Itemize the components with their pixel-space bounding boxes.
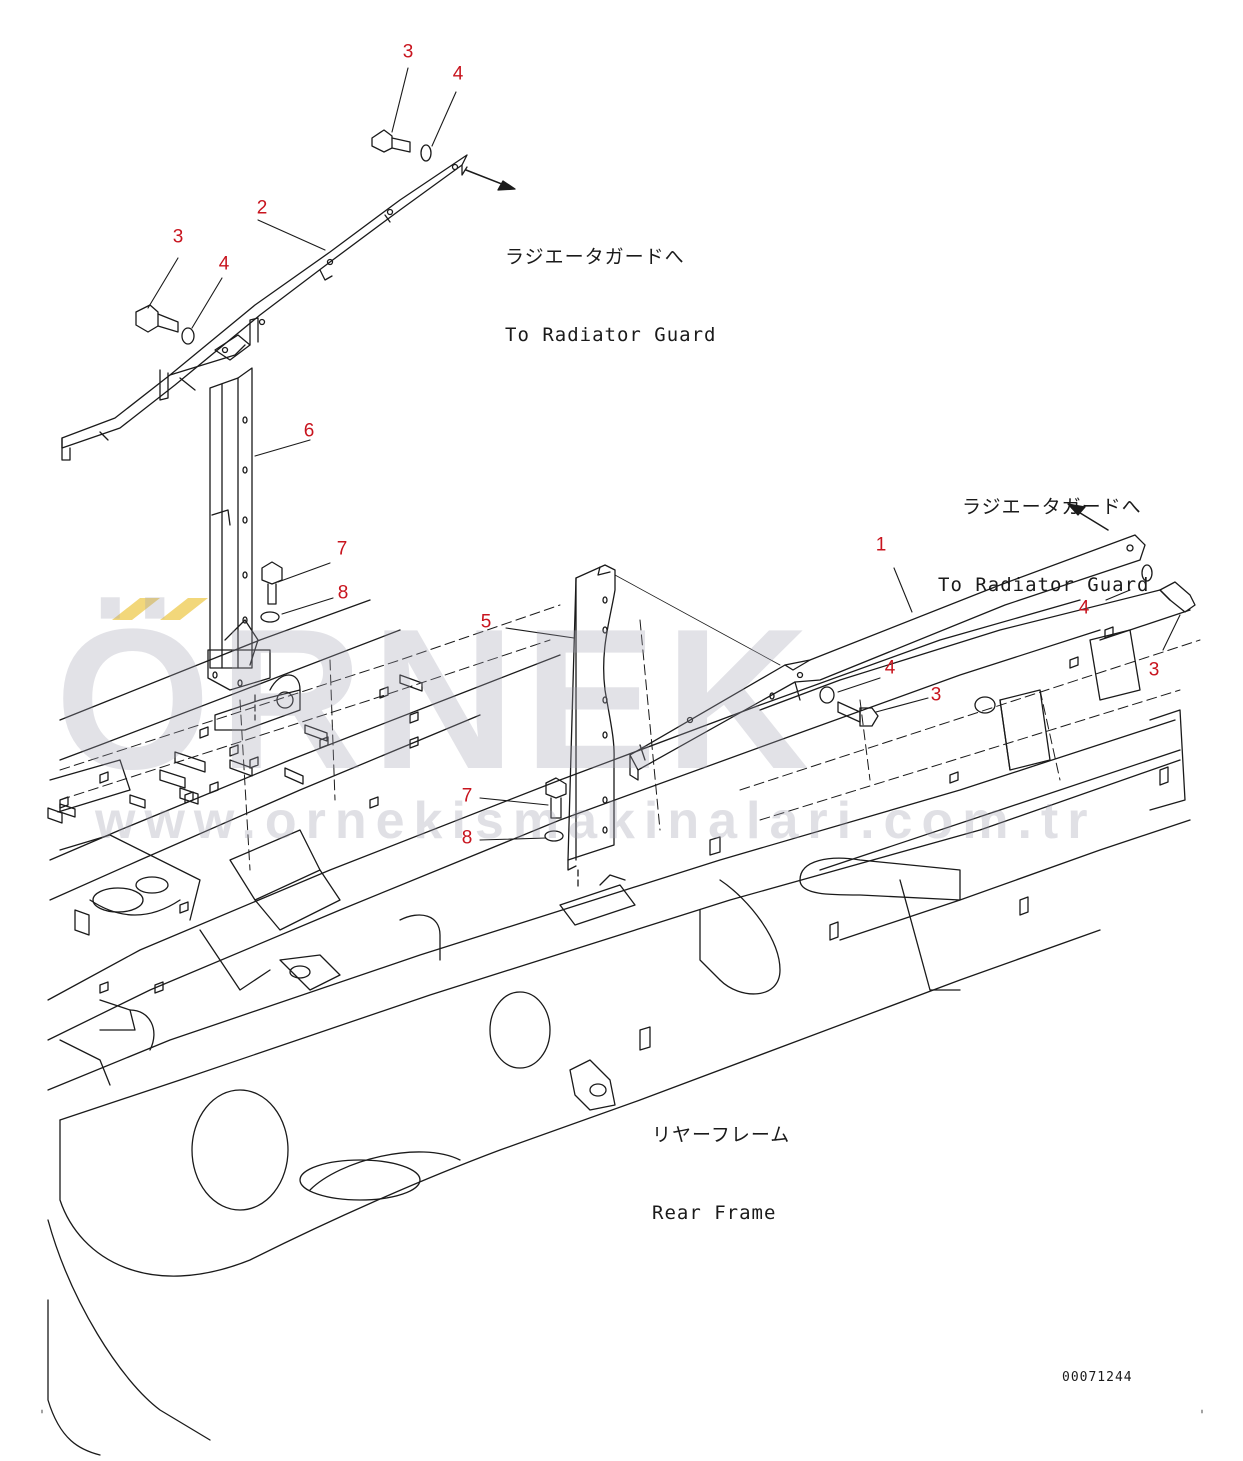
caption-radiator-guard-right: ラジエータガードへ To Radiator Guard [938,442,1149,624]
callout-3: 3 [402,41,414,63]
callout-3: 3 [172,226,184,248]
part-5-plate [568,565,780,890]
callout-8: 8 [461,827,473,849]
caption-radiator-guard-top: ラジエータガードへ To Radiator Guard [505,192,716,374]
callout-4: 4 [1078,597,1090,619]
callout-7: 7 [336,538,348,560]
caption-jp: リヤーフレーム [652,1124,791,1146]
watermark-accent [112,598,208,620]
part-2-bar [62,155,467,460]
rear-frame [48,590,1200,1455]
callout-4: 4 [218,253,230,275]
caption-jp: ラジエータガードへ [505,246,685,268]
callout-5: 5 [480,611,492,633]
watermark-logo: ÖRNEK [55,588,818,811]
callout-4: 4 [452,63,464,85]
part-1-bar [630,535,1145,780]
callout-6: 6 [303,420,315,442]
radiator-guard-arrow-top [466,170,515,190]
caption-en: Rear Frame [652,1202,777,1224]
callout-4: 4 [884,657,896,679]
callout-3: 3 [930,684,942,706]
caption-rear-frame: リヤーフレーム Rear Frame [652,1070,790,1252]
figure-number: 00071244 [1062,1370,1133,1385]
callout-3: 3 [1148,659,1160,681]
leader-lines [148,68,1180,840]
callout-8: 8 [337,582,349,604]
radiator-guard-arrow-right [1068,504,1108,530]
caption-en: To Radiator Guard [505,324,717,346]
caption-jp: ラジエータガードへ [962,496,1142,518]
callout-1: 1 [875,534,887,556]
callout-2: 2 [256,197,268,219]
watermark-url: www.ornekismakinalari.com.tr [95,792,1097,850]
callout-7: 7 [461,785,473,807]
fasteners [136,130,1195,841]
part-6-bracket [208,368,270,720]
caption-en: To Radiator Guard [938,574,1150,596]
